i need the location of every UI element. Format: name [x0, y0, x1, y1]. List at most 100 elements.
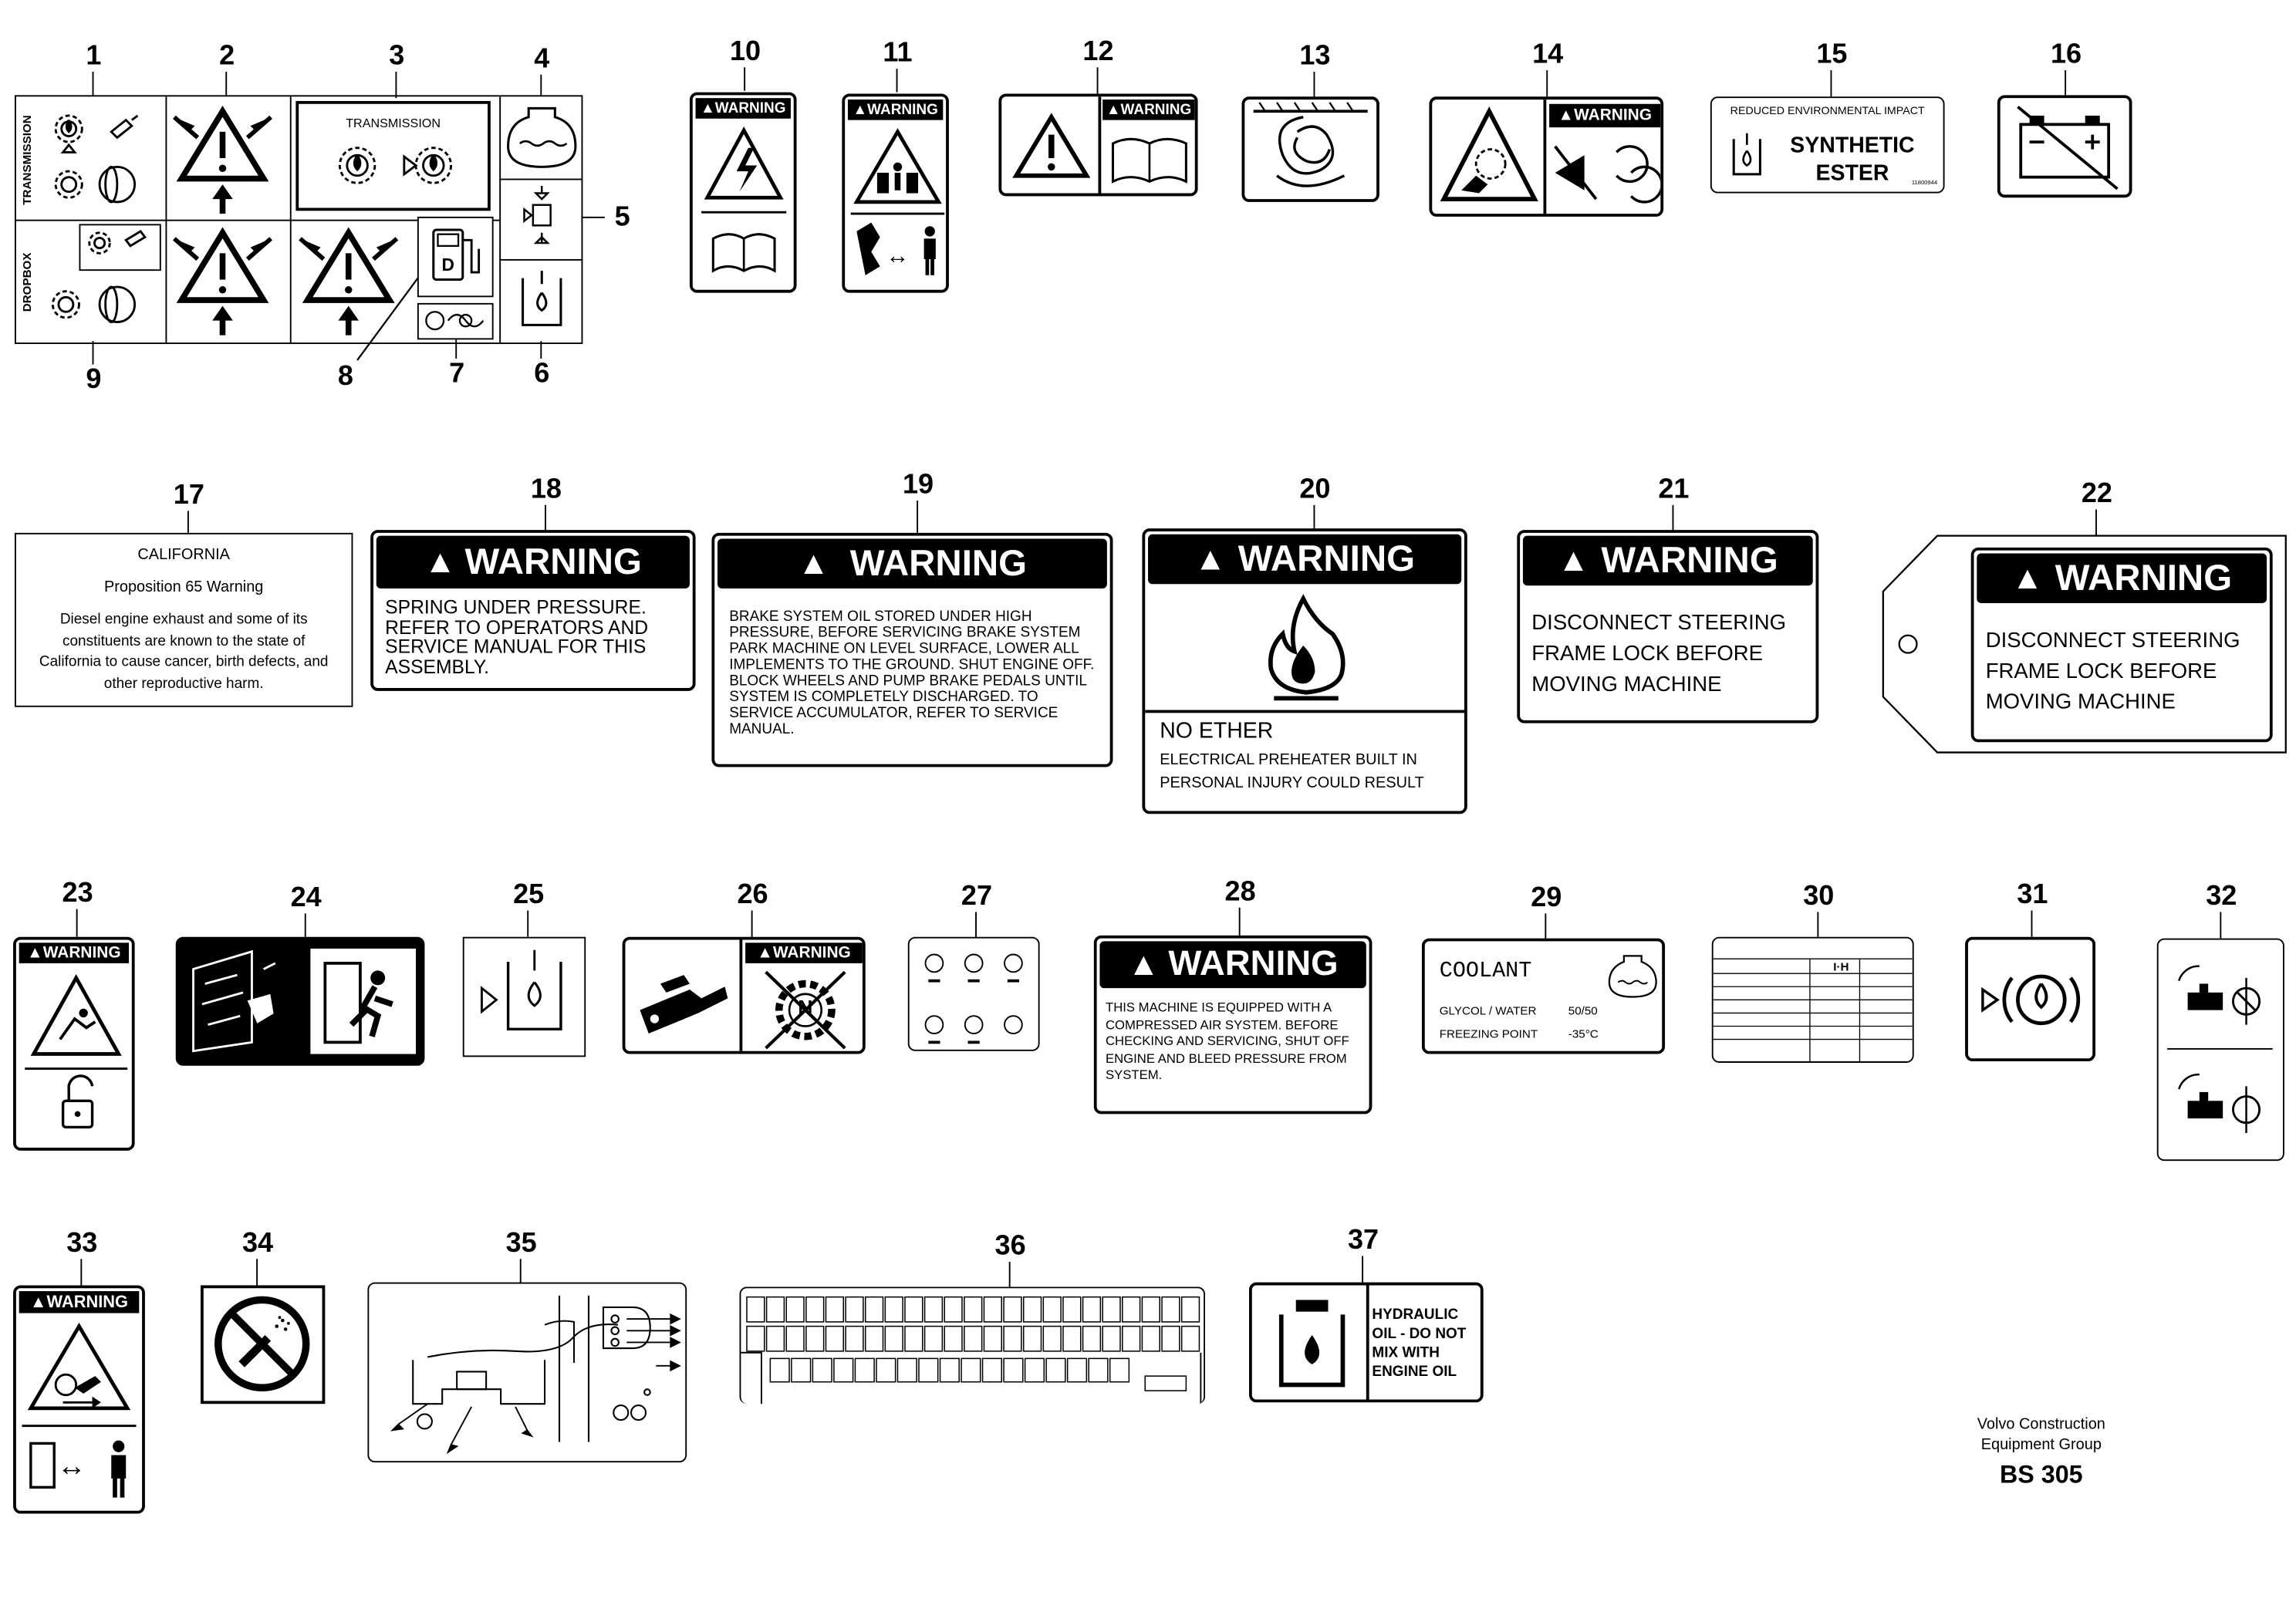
spring-decal — [1241, 96, 1379, 202]
fuse-cell — [1082, 1296, 1102, 1323]
fuel-letter: D — [441, 255, 455, 275]
no-hand-fan-icon — [1554, 145, 1661, 204]
valve-position-decal — [2156, 938, 2284, 1162]
coolant-tank-icon — [1608, 955, 1657, 998]
warning-header: ▲WARNING — [19, 1291, 140, 1313]
transmission-service-icons — [54, 114, 139, 204]
rotating-part-hazard-icon: ↔ — [22, 1322, 137, 1498]
fuse-cell — [1141, 1325, 1160, 1352]
callout-16: 16 — [2051, 39, 2082, 71]
svg-text:↔: ↔ — [57, 1450, 86, 1482]
fuse-cell — [961, 1357, 981, 1383]
hydraulic-oil-decal: HYDRAULIC OIL - DO NOT MIX WITH ENGINE O… — [1248, 1282, 1484, 1403]
hydraulic-tank-icon — [1278, 1300, 1346, 1388]
fuse-cell — [746, 1296, 765, 1323]
svg-text:I·H: I·H — [1833, 960, 1849, 973]
dropbox-inset — [79, 224, 161, 271]
fuse-cell — [785, 1296, 805, 1323]
fuse-cell — [1082, 1325, 1102, 1352]
callout-30: 30 — [1803, 881, 1835, 912]
freezing-label: FREEZING POINT — [1439, 1027, 1538, 1041]
fuse-cell — [1161, 1296, 1180, 1323]
fuse-cell — [1022, 1325, 1042, 1352]
callout-3: 3 — [389, 41, 405, 73]
warning-decal-19: ▲WARNING BRAKE SYSTEM OIL STORED UNDER H… — [711, 532, 1113, 767]
fuse-cell — [1102, 1296, 1121, 1323]
fuse-cell — [765, 1296, 785, 1323]
warning-decal-10: ▲WARNING — [689, 92, 797, 293]
fuse-cell — [1122, 1296, 1141, 1323]
fuse-cell — [825, 1325, 845, 1352]
coolant-decal: COOLANT GLYCOL / WATER 50/50 FREEZING PO… — [1421, 938, 1666, 1054]
callout-9: 9 — [86, 364, 102, 396]
warning-decal-28: ▲WARNING THIS MACHINE IS EQUIPPED WITH A… — [1093, 935, 1373, 1114]
glycol-label: GLYCOL / WATER — [1439, 1004, 1537, 1018]
no-spray-icon — [214, 1296, 310, 1392]
reduced-impact-text: REDUCED ENVIRONMENTAL IMPACT — [1730, 103, 1925, 117]
battery-decal — [1997, 95, 2132, 198]
fuse-cell — [1003, 1325, 1022, 1352]
part-number: 11800944 — [1911, 179, 1938, 187]
warning-decal-18: ▲WARNING SPRING UNDER PRESSURE. REFER TO… — [370, 530, 696, 691]
warning-header: ▲WARNING — [19, 943, 130, 963]
warning-header: ▲WARNING — [1102, 99, 1195, 120]
warning-decal-23: ▲WARNING — [13, 936, 135, 1151]
synthetic-ester-decal: REDUCED ENVIRONMENTAL IMPACT SYNTHETIC E… — [1710, 96, 1945, 194]
warning-header: ▲WARNING — [1148, 534, 1462, 585]
callout-19: 19 — [902, 470, 934, 501]
neutral-letter: N — [798, 995, 813, 1020]
warning-header: ▲WARNING — [1977, 553, 2267, 603]
preheater-text: ELECTRICAL PREHEATER BUILT IN PERSONAL I… — [1160, 750, 1424, 792]
california-title: CALIFORNIA — [137, 545, 230, 564]
fuse-cell — [1141, 1296, 1160, 1323]
fuse-cell — [964, 1296, 983, 1323]
fuse-cell — [769, 1357, 790, 1383]
callout-35: 35 — [505, 1228, 537, 1259]
callout-11: 11 — [883, 38, 913, 69]
fuse-cell — [845, 1296, 864, 1323]
neutral-gear-prohibited-icon — [765, 970, 846, 1050]
callout-36: 36 — [994, 1231, 1026, 1263]
fan-hazard-icon — [1440, 106, 1538, 201]
prop65-text: Diesel engine exhaust and some of its co… — [39, 612, 329, 692]
callout-22: 22 — [2081, 478, 2112, 510]
freezing-value: -35°C — [1568, 1027, 1599, 1041]
oil-filter-icon — [523, 186, 552, 244]
warning-header: ▲WARNING — [847, 99, 944, 120]
transmission-box-label: TRANSMISSION — [346, 115, 441, 130]
fuse-cell — [854, 1357, 875, 1383]
fuse-cell — [1042, 1325, 1062, 1352]
warning-decal-11: ▲WARNING ↔ — [842, 93, 949, 293]
spring-pressure-text: SPRING UNDER PRESSURE. REFER TO OPERATOR… — [385, 595, 649, 677]
fall-hazard-lock-icon — [25, 973, 128, 1129]
fuse-cell — [884, 1325, 903, 1352]
warning-decal-21: ▲WARNING DISCONNECT STEERING FRAME LOCK … — [1517, 530, 1819, 723]
callout-5: 5 — [614, 201, 630, 233]
callout-25: 25 — [513, 879, 545, 911]
warning-triangle-icon — [1012, 113, 1091, 178]
engine-oil-icon — [425, 311, 485, 331]
callout-10: 10 — [730, 36, 761, 68]
warning-header: ▲WARNING — [745, 943, 863, 963]
hydraulic-tank-level-icon — [481, 949, 562, 1031]
ester-text: ESTER — [1815, 160, 1889, 187]
coolant-title: COOLANT — [1439, 959, 1532, 984]
warning-header: ▲WARNING — [1549, 103, 1661, 128]
spec-table-grid: I·H — [1713, 958, 1913, 1062]
gauge-circles-icon — [924, 953, 1023, 1044]
callout-34: 34 — [241, 1228, 274, 1259]
fuse-cell — [864, 1325, 884, 1352]
prop65-title: Proposition 65 Warning — [103, 578, 264, 596]
fuse-cell — [833, 1357, 854, 1383]
svg-text:↔: ↔ — [886, 244, 909, 269]
fuse-cell — [1161, 1325, 1180, 1352]
fuse-cell — [923, 1325, 944, 1352]
fuse-panel-decal — [739, 1286, 1206, 1404]
callout-33: 33 — [66, 1228, 98, 1259]
callout-26: 26 — [737, 879, 768, 911]
callout-31: 31 — [2017, 879, 2048, 911]
valve-closed-icon — [2178, 1073, 2261, 1134]
fuse-cell — [904, 1296, 923, 1323]
fuse-cell — [939, 1357, 960, 1383]
